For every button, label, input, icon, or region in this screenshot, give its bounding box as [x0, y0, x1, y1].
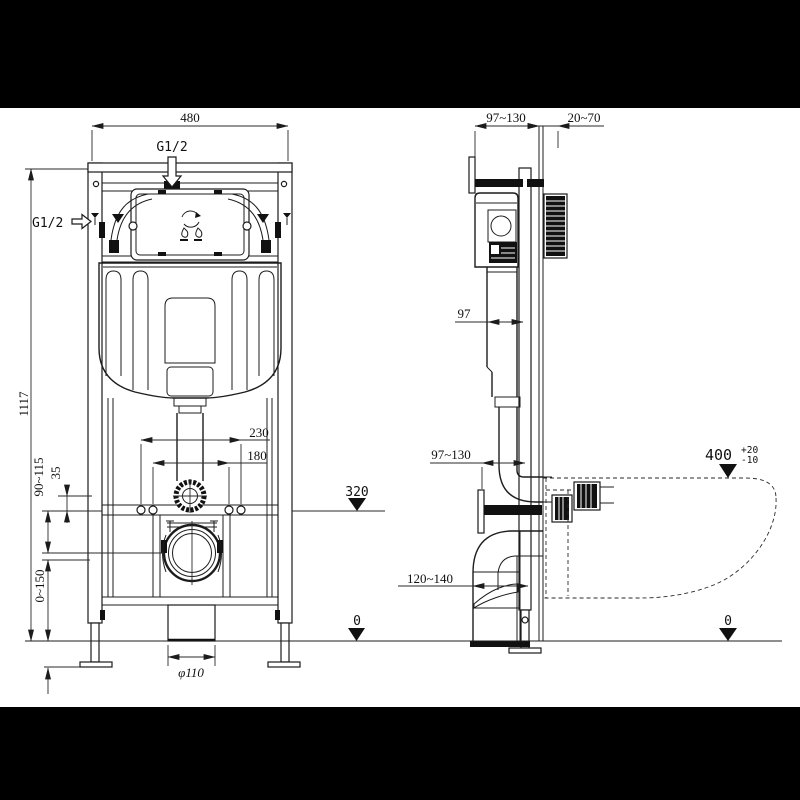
svg-text:+20: +20: [741, 445, 758, 456]
dim-outlet-drop: 90~115: [31, 457, 164, 554]
label-inlet-side: G1/2: [32, 213, 92, 231]
level-triangle-icon: [348, 628, 365, 641]
level-marker-floor-front: 0: [348, 614, 365, 641]
svg-text:320: 320: [345, 485, 368, 500]
svg-text:0: 0: [724, 614, 732, 629]
waste-bend-base: [470, 641, 530, 647]
wall-line: [538, 126, 544, 641]
recycle-icon: [180, 210, 203, 241]
wall-anchors: [468, 156, 544, 534]
foot-plate-left: [79, 661, 113, 668]
inlet-arrow-down-icon: [161, 156, 183, 188]
dim-frame-height: 1117: [16, 168, 88, 642]
svg-text:1117: 1117: [16, 391, 31, 417]
svg-text:φ110: φ110: [178, 665, 204, 680]
waste-outlet: [161, 520, 223, 585]
waste-pipe: [167, 604, 216, 642]
frame-hole-right: [280, 180, 288, 188]
flush-plate-box: [543, 193, 568, 259]
dimensions-front: 480 G1/2 G1/2 1117: [16, 110, 385, 694]
side-view: [468, 126, 777, 654]
window-pivot-left: [128, 221, 138, 231]
dim-waste-diameter: φ110: [167, 645, 216, 680]
waste-bend: [470, 530, 543, 647]
svg-text:-10: -10: [741, 455, 758, 466]
drawing-sheet: 480 G1/2 G1/2 1117: [0, 108, 800, 707]
dim-leg-adjust: 0~150: [32, 559, 90, 642]
label-inlet-top: G1/2: [156, 140, 188, 188]
support-braces: [109, 193, 271, 253]
flush-pipe-collar: [494, 396, 521, 408]
dim-wall-finish: 20~70: [527, 110, 604, 148]
svg-text:G1/2: G1/2: [32, 216, 63, 231]
anchor-bracket-top: [468, 156, 476, 194]
flush-plate-hatch: [546, 200, 565, 252]
rail-mark-left-icon: [91, 213, 99, 218]
level-triangle-icon: [348, 498, 366, 511]
leg-tube-right: [280, 622, 290, 663]
svg-text:90~115: 90~115: [31, 457, 46, 496]
brace-bracket-right: [275, 222, 281, 238]
cistern-tank: [98, 262, 282, 399]
flush-pipe: [173, 397, 207, 513]
dim-depth-top: 97~130: [474, 110, 540, 157]
bowl-connectors: [551, 481, 614, 523]
cistern-side: [474, 192, 521, 408]
leg-clamp-right: [275, 610, 280, 620]
dim-elbow-width: 120~140: [398, 571, 529, 589]
dim-bolt-spacing-outer: 230: [140, 425, 270, 504]
water-level-mark-left-icon: [112, 214, 124, 223]
inlet-arrow-right-icon: [71, 213, 92, 230]
water-level-mark-right-icon: [257, 214, 269, 223]
anchor-bracket-bottom: [477, 489, 485, 534]
svg-text:97~130: 97~130: [431, 447, 471, 462]
installation-drawing: 480 G1/2 G1/2 1117: [16, 110, 782, 694]
window-pivot-right: [242, 221, 252, 231]
leg-tube-left: [90, 622, 100, 663]
dimensions-side: 97~130 20~70 97: [398, 110, 758, 641]
fill-valve-float: [490, 215, 512, 237]
frame-hole-left: [92, 180, 100, 188]
dim-bolt-spacing-inner: 180: [152, 448, 267, 504]
frame-rail-side: [508, 167, 542, 654]
svg-text:G1/2: G1/2: [156, 140, 187, 155]
svg-text:0: 0: [353, 614, 361, 629]
level-triangle-icon: [719, 628, 737, 641]
front-view: [79, 162, 301, 668]
support-legs: [79, 610, 301, 668]
svg-text:480: 480: [180, 110, 200, 125]
fixing-bolt-holes: [136, 505, 246, 515]
frame-top-rail: [87, 162, 293, 173]
fill-valve-body: [487, 209, 517, 243]
letterbox-bottom: [0, 707, 800, 800]
svg-text:97~130: 97~130: [486, 110, 526, 125]
foot-plate-right: [267, 661, 301, 668]
foot-reference-arrow: [44, 666, 80, 694]
level-marker-320: 320: [292, 485, 385, 512]
level-triangle-icon: [719, 464, 737, 478]
dim-offset-35: 35: [48, 467, 92, 523]
svg-text:120~140: 120~140: [407, 571, 453, 586]
dim-cistern-depth: 97: [455, 306, 524, 325]
access-window: [109, 188, 271, 261]
leg-clamp-left: [100, 610, 105, 620]
svg-text:0~150: 0~150: [32, 569, 47, 602]
leg-pin-hole: [521, 616, 529, 624]
svg-text:180: 180: [247, 448, 267, 463]
flush-bend: [498, 407, 552, 503]
svg-text:97: 97: [458, 306, 472, 321]
svg-text:35: 35: [48, 467, 63, 480]
dim-frame-width: 480: [91, 110, 289, 161]
rail-mark-right-icon: [283, 213, 291, 218]
dim-bowl-height: 400 +20 -10: [705, 445, 758, 478]
svg-text:230: 230: [249, 425, 269, 440]
letterbox-top: [0, 0, 800, 108]
svg-text:20~70: 20~70: [567, 110, 600, 125]
toilet-bowl-outline: [543, 477, 777, 599]
svg-text:400: 400: [705, 446, 732, 464]
level-marker-floor-side: 0: [719, 614, 737, 641]
dim-depth-bottom: 97~130: [430, 447, 526, 489]
brace-bracket-left: [99, 222, 105, 238]
